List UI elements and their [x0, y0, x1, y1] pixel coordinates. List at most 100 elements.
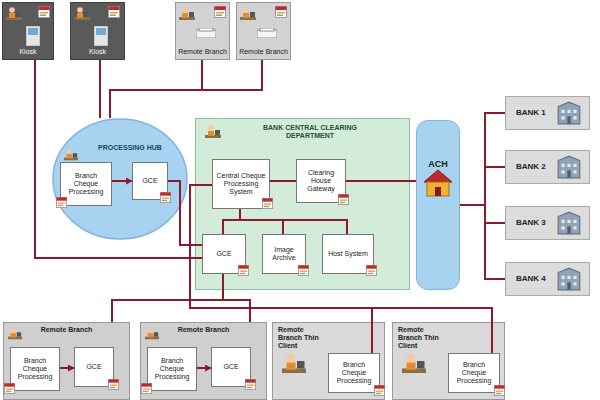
branch-box: Remote Branch Thin ClientBranch Cheque P… [392, 322, 505, 400]
process-box: Image Archive [262, 234, 306, 274]
branch-box: Remote Branch [236, 2, 291, 60]
node-text: BANK 3 [516, 218, 546, 227]
node-text: Branch Cheque Processing [13, 357, 57, 381]
badge-icon [39, 7, 50, 18]
badge-icon [366, 265, 376, 275]
connector-line [112, 274, 223, 322]
process-box: GCE [132, 162, 168, 200]
ach-building [424, 170, 452, 196]
node-text: Clearing House Gateway [299, 169, 343, 193]
node-text: Kiosk [89, 48, 106, 56]
node-text: Remote Branch Thin Client [278, 326, 326, 350]
ach-door [435, 187, 441, 196]
connector-line [346, 180, 416, 182]
node-text: GCE [142, 177, 157, 185]
badge-icon [108, 379, 118, 389]
badge-icon [276, 7, 287, 18]
branch-box: Remote BranchBranch Cheque Processing GCE [3, 322, 130, 400]
branch-box: Remote Branch [175, 2, 230, 60]
process-box: Branch Cheque Processing [60, 162, 112, 206]
process-box: Branch Cheque Processing [448, 353, 500, 393]
process-box: GCE [74, 347, 114, 387]
connector-line [460, 205, 505, 223]
badge-icon [298, 265, 308, 275]
badge-icon [160, 192, 170, 202]
hub-ellipse [53, 119, 187, 239]
operator-icon [402, 354, 426, 373]
operator-icon [282, 354, 306, 373]
connector-line [460, 205, 505, 279]
node-text: BANK 2 [516, 162, 546, 171]
node-text: BANK 1 [516, 108, 546, 117]
connector-line [460, 167, 505, 205]
bank-box: BANK 2 [505, 150, 590, 184]
process-box: GCE [202, 234, 246, 274]
connector-line [223, 209, 240, 234]
node-text: Branch Cheque Processing [63, 172, 109, 196]
ach-body [427, 182, 449, 196]
node-text: GCE [86, 363, 101, 371]
badge-icon [56, 197, 66, 207]
bank-box: BANK 1 [505, 96, 590, 130]
connector-line [240, 209, 283, 234]
node-text: Central Cheque Processing System [215, 172, 267, 196]
node-text: Remote Branch [178, 326, 230, 334]
bank-building-icon [558, 156, 580, 178]
connector-line [240, 209, 347, 234]
operator-icon [179, 7, 195, 20]
badge-icon [215, 7, 226, 18]
node-text: Branch Cheque Processing [150, 357, 194, 381]
connector-line [35, 60, 202, 258]
branch-box: Remote Branch Thin ClientBranch Cheque P… [272, 322, 385, 400]
badge-icon [245, 379, 255, 389]
connector-line [99, 60, 101, 118]
connector-line [110, 60, 262, 118]
process-box: Branch Cheque Processing [147, 347, 197, 391]
operator-icon [64, 149, 78, 160]
node-text: GCE [223, 363, 238, 371]
connector-line [223, 274, 250, 322]
bank-box: BANK 3 [505, 206, 590, 240]
bank-box: BANK 4 [505, 262, 590, 296]
operator-icon [74, 7, 90, 20]
process-box: Clearing House Gateway [296, 159, 346, 203]
node-text: PROCESSING HUB [98, 144, 162, 152]
badge-icon [141, 383, 151, 393]
connector-line [112, 180, 132, 182]
kiosk-box: Kiosk [70, 2, 125, 60]
department-box: BANK CENTRAL CLEARING DEPARTMENTCentral … [195, 118, 410, 290]
operator-icon [145, 328, 159, 339]
ach-band: ACH [416, 120, 460, 290]
bank-building-icon [558, 102, 580, 124]
process-box: Central Cheque Processing System [212, 159, 270, 209]
hub-ellipse: PROCESSING HUB Branch Cheque Processing GC… [52, 118, 188, 240]
node-text: Host System [328, 250, 368, 258]
node-text: BANK 4 [516, 274, 546, 283]
badge-icon [338, 194, 348, 204]
scanner-icon [196, 28, 216, 38]
connector-line [197, 367, 211, 369]
connector-line [190, 185, 492, 353]
connector-line [190, 185, 372, 353]
node-text: Remote Branch [41, 326, 93, 334]
connector-line [460, 113, 505, 205]
node-text: Remote Branch [178, 48, 227, 56]
operator-icon [6, 7, 22, 20]
bank-building-icon [558, 268, 580, 290]
process-box: GCE [211, 347, 251, 387]
process-box: Branch Cheque Processing [10, 347, 60, 391]
operator-icon [8, 328, 22, 339]
kiosk-icon [94, 26, 108, 46]
operator-icon [205, 125, 221, 138]
node-text: Branch Cheque Processing [451, 361, 497, 385]
connector-line [270, 180, 296, 182]
node-text: ACH [428, 159, 448, 169]
node-text: GCE [216, 250, 231, 258]
connector-line [110, 60, 202, 118]
node-text: Branch Cheque Processing [331, 361, 377, 385]
node-text: Remote Branch [239, 48, 288, 56]
node-text: Remote Branch Thin Client [398, 326, 446, 350]
badge-icon [374, 385, 384, 395]
